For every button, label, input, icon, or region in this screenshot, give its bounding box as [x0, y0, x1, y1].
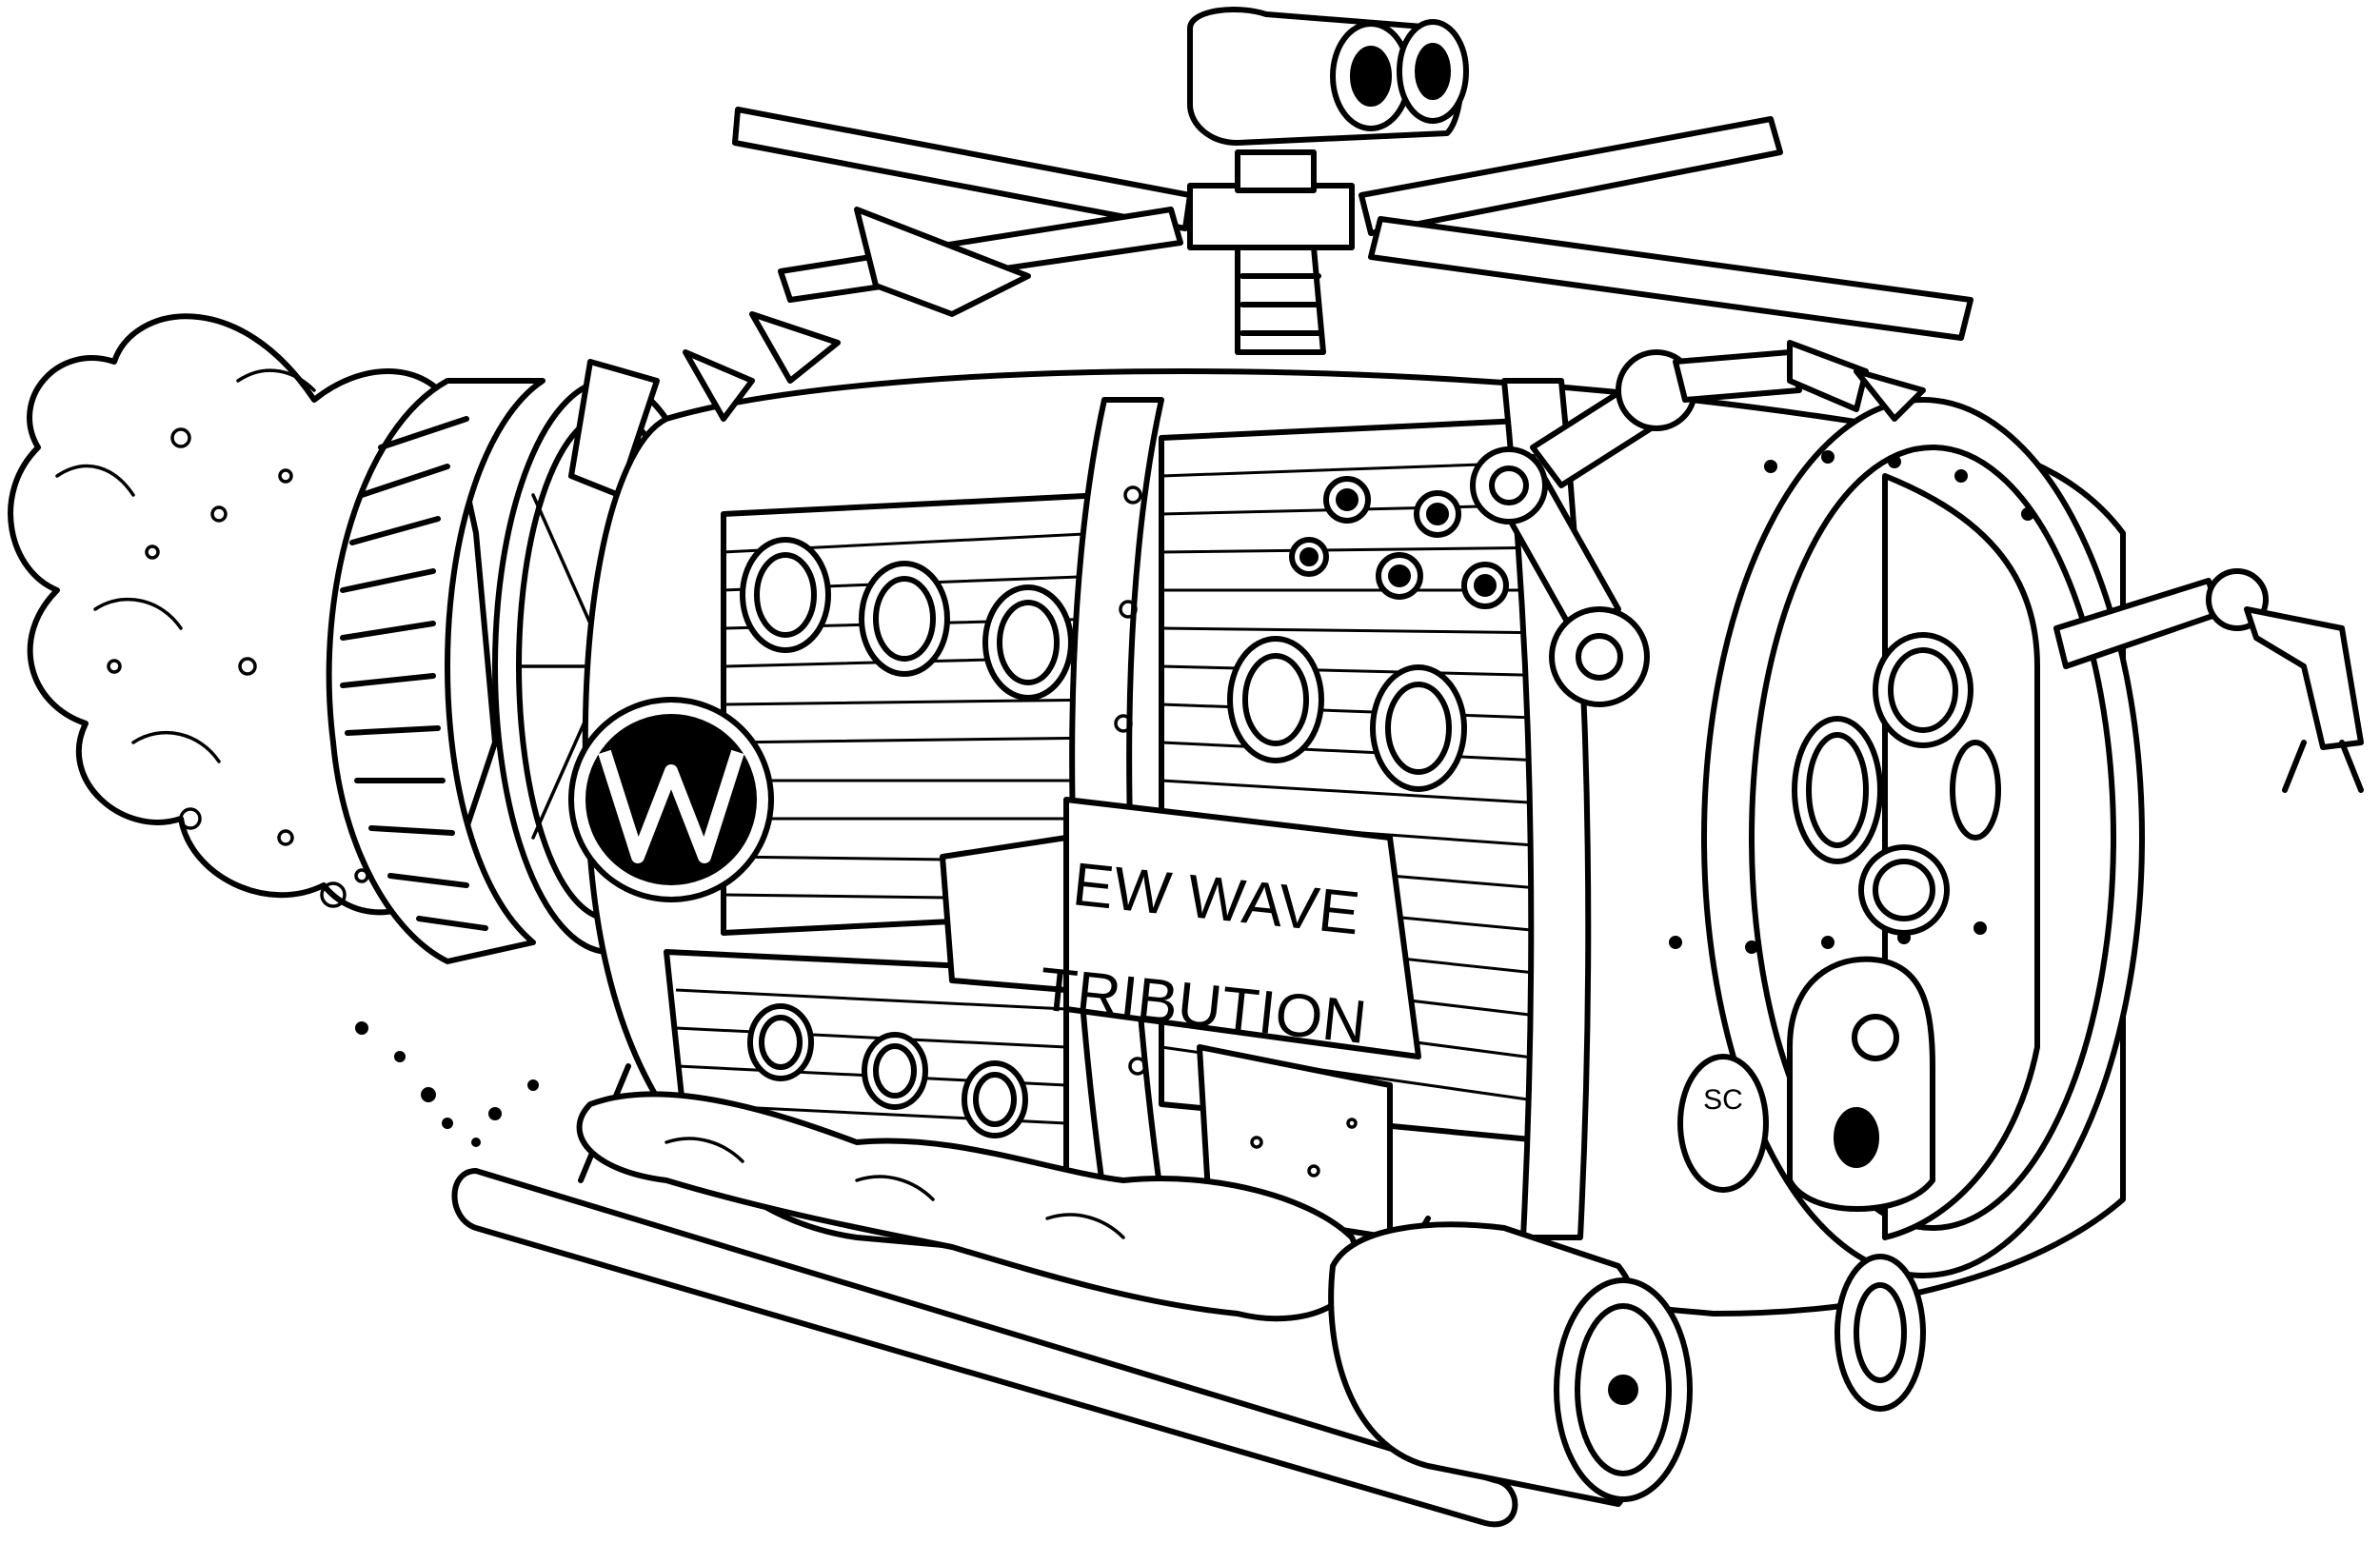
top-fins — [683, 207, 1031, 422]
hull-sign: EW WAVE TRIBUTION — [940, 797, 1421, 1059]
rear-portholes — [740, 537, 1074, 1138]
skid-smoke-particles — [355, 1021, 539, 1147]
front-ring-rivets — [1669, 450, 2034, 954]
front-face-details: SC — [1677, 632, 2001, 1212]
mid-portholes — [1227, 476, 1509, 792]
top-binocular-sensor — [1187, 7, 1469, 146]
robotic-arm-side — [2053, 568, 2364, 793]
logo-letter: W — [671, 813, 672, 815]
logo-badge: W — [568, 697, 774, 902]
rotor-assembly — [732, 107, 1973, 355]
door-mark: SC — [1703, 1084, 1743, 1116]
front-engine-pod — [1328, 1221, 1926, 1507]
robotic-arm-upper — [1470, 340, 1926, 707]
